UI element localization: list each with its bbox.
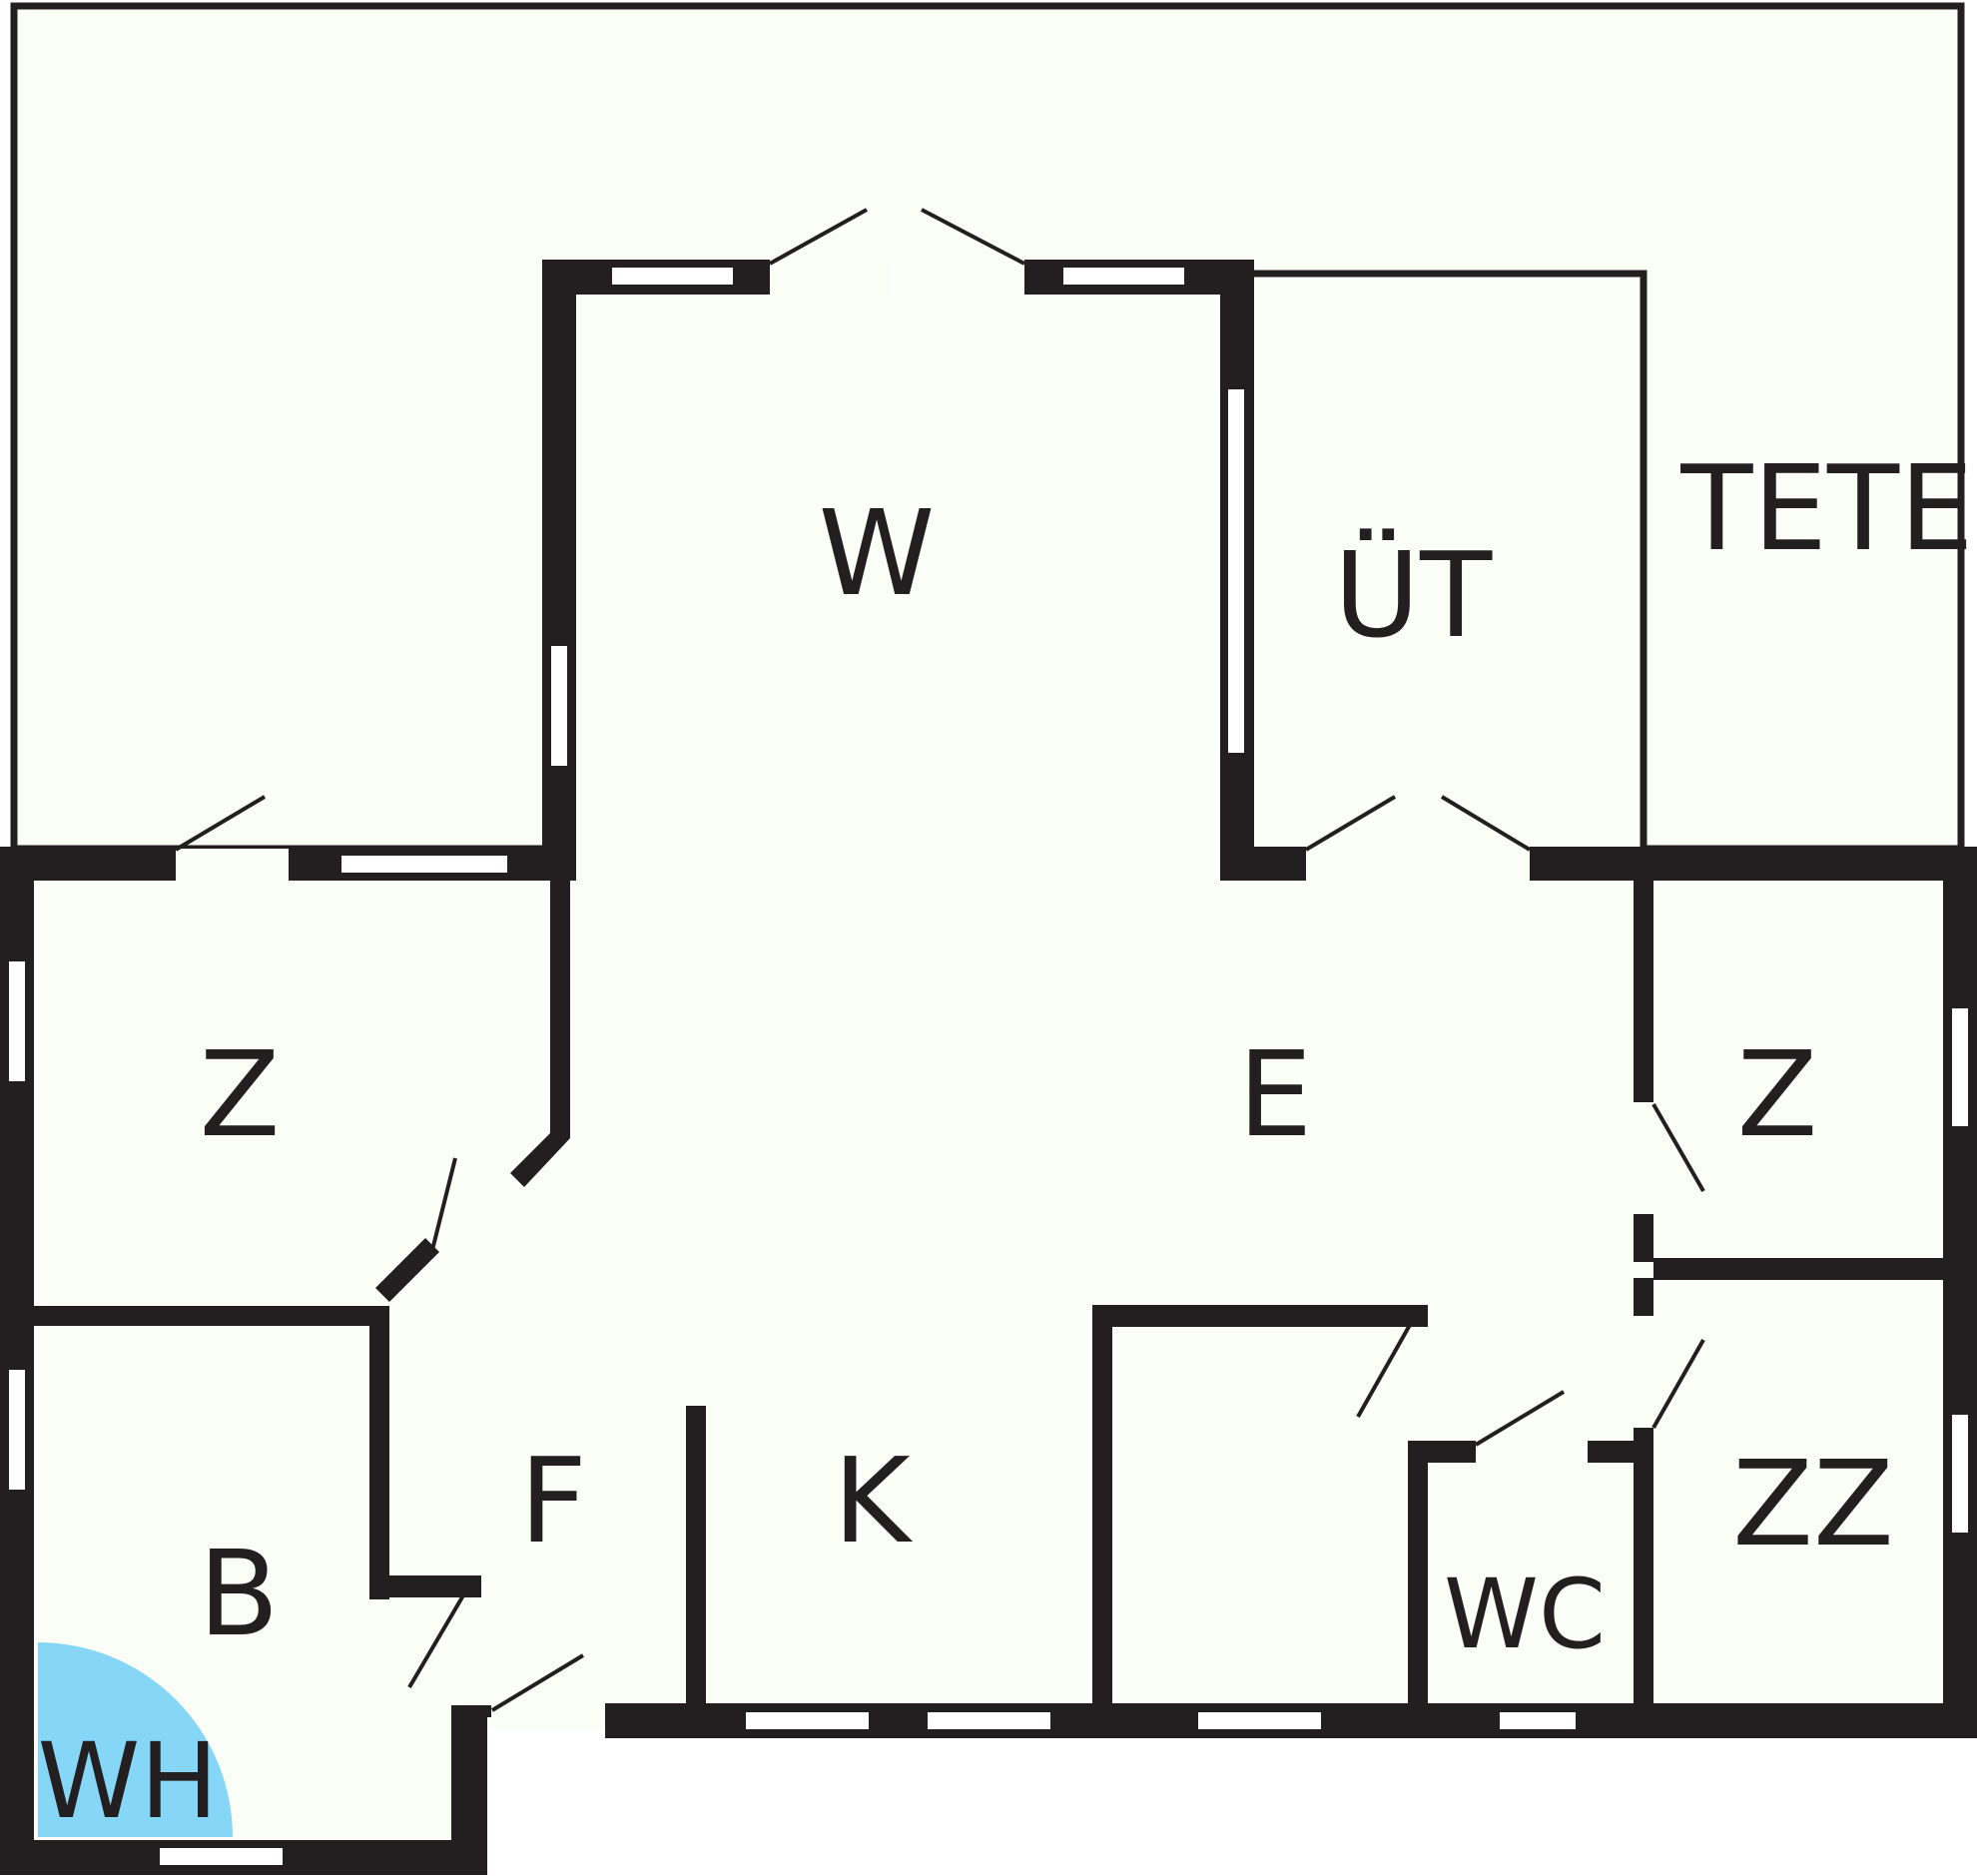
room-label-ut: ÜT <box>1334 526 1493 664</box>
walls <box>0 260 1977 1875</box>
room-label-z-left: Z <box>200 1025 281 1163</box>
floor-areas <box>14 260 1963 1865</box>
room-label-z-right: Z <box>1737 1025 1818 1163</box>
room-label-tete: TETE <box>1679 439 1973 577</box>
room-label-w: W <box>819 484 936 622</box>
room-label-b: B <box>199 1525 280 1662</box>
room-label-k: K <box>833 1432 913 1569</box>
bathtub <box>38 1642 233 1837</box>
room-label-wc: WC <box>1444 1559 1606 1670</box>
room-label-wh: WH <box>37 1720 218 1842</box>
room-labels: W ÜT TETE Z E Z B F K WC ZZ WH <box>37 439 1973 1842</box>
doors <box>174 208 1705 1712</box>
ut-room-outline <box>1233 270 1648 849</box>
room-label-f: F <box>519 1432 587 1569</box>
windows <box>9 268 1968 1865</box>
room-label-zz: ZZ <box>1732 1435 1894 1572</box>
room-label-e: E <box>1238 1025 1313 1163</box>
